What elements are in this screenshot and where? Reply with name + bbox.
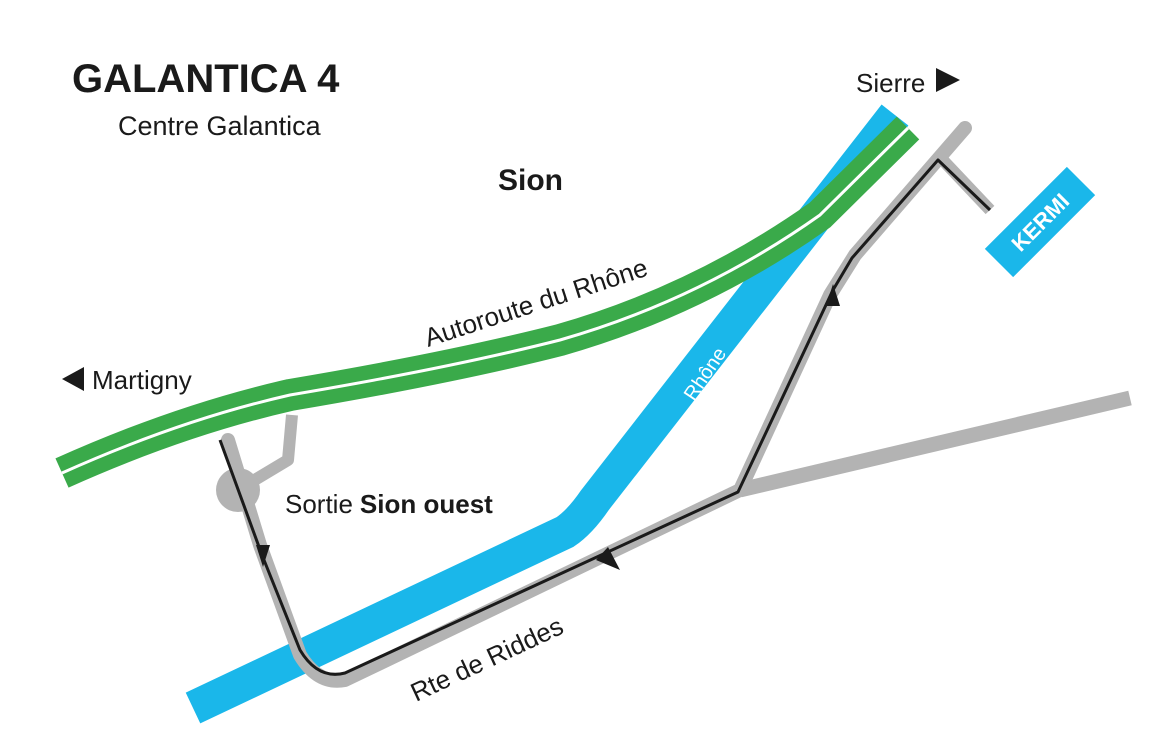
route-arrow-icon — [596, 547, 620, 570]
route-arrow-icon — [826, 284, 840, 306]
river-rhone — [185, 104, 909, 724]
road-east-branch — [738, 390, 1132, 498]
road-label: Rte de Riddes — [406, 611, 568, 708]
destination-west-label: Martigny — [92, 365, 192, 395]
city-label: Sion — [498, 164, 563, 197]
destination-east-label: Sierre — [856, 68, 925, 98]
road-rte-de-riddes — [221, 121, 972, 688]
exit-label-name: Sion ouest — [360, 489, 493, 519]
kermi-badge: KERMI — [984, 166, 1096, 278]
highway-centerline — [61, 126, 910, 475]
triangle-right-icon — [936, 68, 960, 92]
triangle-left-icon — [62, 367, 84, 391]
page-title: GALANTICA 4 — [72, 57, 340, 101]
exit-label-prefix: Sortie — [285, 489, 353, 519]
driving-route — [218, 158, 992, 676]
page-subtitle: Centre Galantica — [118, 111, 322, 141]
highway-autoroute — [55, 116, 920, 488]
route-arrow-icon — [256, 545, 270, 567]
